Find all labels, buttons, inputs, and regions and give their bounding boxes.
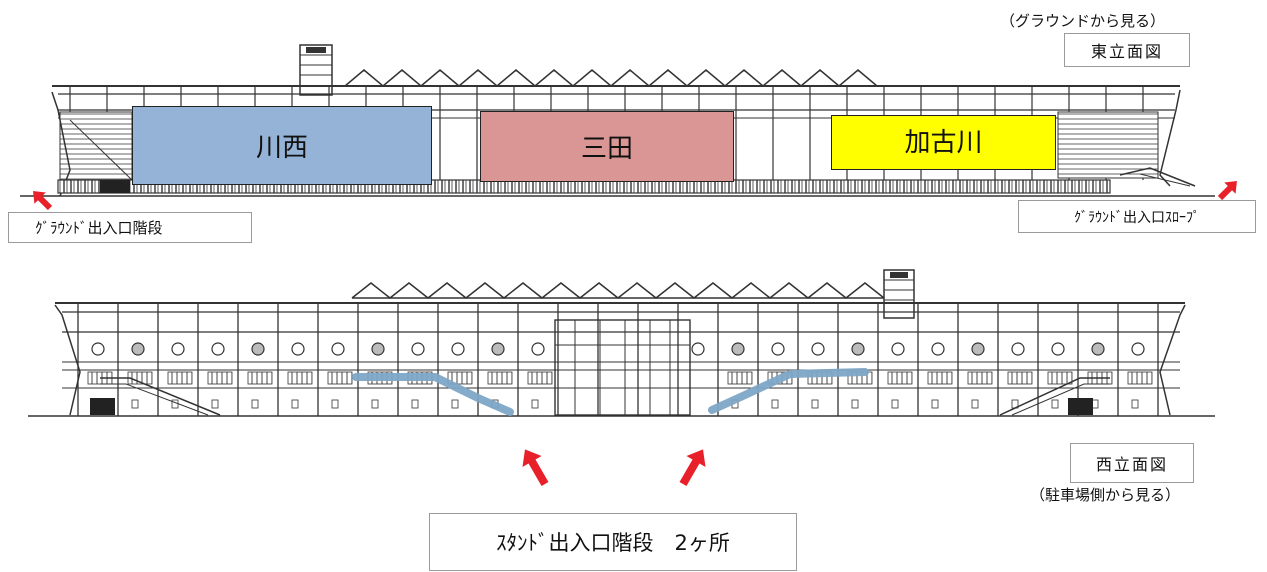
west-elevation [28,269,1215,417]
arrow-ground-slope [1217,181,1237,201]
stand-stair-left-highlight [352,373,514,416]
west-elevation-title: 西立面図 [1070,443,1194,483]
zone-sanda-label: 三田 [580,134,633,164]
ground-stairs-label: ｸﾞﾗｳﾝﾄﾞ出入口階段 [8,212,252,243]
arrow-stand-stairs-right [679,449,706,486]
west-view-note: （駐車場側から見る） [1030,486,1181,504]
ground-slope-label: ｸﾞﾗｳﾝﾄﾞ出入口ｽﾛｰﾌﾟ [1018,200,1256,233]
west-roof-truss [351,282,885,299]
zone-kakogawa-label: 加古川 [904,128,983,158]
west-columns [77,303,1159,416]
zone-kakogawa: 加古川 [831,115,1056,170]
west-portholes [91,342,1145,356]
stand-stair-right-highlight [708,368,869,414]
zone-sanda: 三田 [480,111,734,182]
zone-kawanishi: 川西 [132,106,432,185]
zone-kawanishi-label: 川西 [255,133,308,163]
stand-stairs-label: ｽﾀﾝﾄﾞ出入口階段 2ヶ所 [429,513,797,571]
west-lower-windows [87,371,1153,409]
arrow-ground-stairs [33,191,53,211]
west-tower [883,269,915,319]
east-left-stand [51,91,133,197]
east-tower [299,44,333,96]
east-right-stand [1057,89,1196,187]
east-view-note: （グラウンドから見る） [1000,12,1166,30]
west-central-entrance [554,319,691,416]
east-elevation-title: 東立面図 [1064,33,1190,67]
east-roof-truss [344,69,878,87]
arrow-stand-stairs-left [522,449,549,486]
